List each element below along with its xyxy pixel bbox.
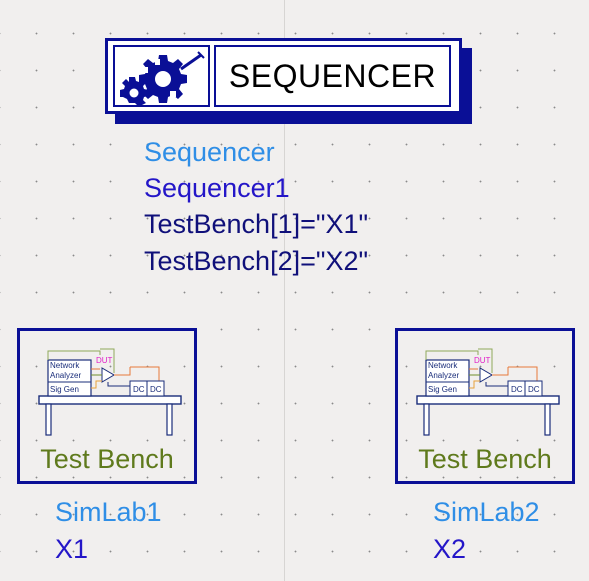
sequencer-param-1[interactable]: TestBench[1]="X1" bbox=[144, 209, 369, 239]
dc-label-1: DC bbox=[511, 385, 523, 394]
network-label: Network bbox=[428, 361, 458, 370]
test-bench-1-sim-name[interactable]: SimLab1 bbox=[55, 497, 162, 527]
sig-gen-label: Sig Gen bbox=[428, 385, 457, 394]
test-bench-label: Test Bench bbox=[418, 444, 552, 474]
test-bench-2-instance[interactable]: X2 bbox=[433, 534, 467, 564]
dc-label-2: DC bbox=[150, 385, 162, 394]
gears-icon bbox=[113, 45, 210, 107]
sig-gen-label: Sig Gen bbox=[50, 385, 79, 394]
test-bench-1[interactable]: Network Analyzer Sig Gen DUT DC DC Test … bbox=[17, 328, 197, 484]
analyzer-label: Analyzer bbox=[428, 371, 459, 380]
dut-label: DUT bbox=[474, 356, 491, 365]
sequencer-instance-name[interactable]: Sequencer1 bbox=[144, 173, 290, 203]
network-label: Network bbox=[50, 361, 80, 370]
sequencer-type-label: Sequencer bbox=[144, 137, 275, 167]
test-bench-2[interactable]: Network Analyzer Sig Gen DUT DC DC Test … bbox=[395, 328, 575, 484]
dc-label-1: DC bbox=[133, 385, 145, 394]
test-bench-label: Test Bench bbox=[40, 444, 174, 474]
canvas-center-guide bbox=[284, 0, 285, 581]
analyzer-label: Analyzer bbox=[50, 371, 81, 380]
dut-label: DUT bbox=[96, 356, 113, 365]
dc-label-2: DC bbox=[528, 385, 540, 394]
test-bench-schematic-icon: Network Analyzer Sig Gen DUT DC DC bbox=[38, 348, 182, 436]
sequencer-param-2[interactable]: TestBench[2]="X2" bbox=[144, 246, 369, 276]
sequencer-component[interactable]: SEQUENCER bbox=[105, 38, 462, 114]
test-bench-schematic-icon: Network Analyzer Sig Gen DUT DC DC bbox=[416, 348, 560, 436]
test-bench-2-sim-name[interactable]: SimLab2 bbox=[433, 497, 540, 527]
test-bench-1-instance[interactable]: X1 bbox=[55, 534, 89, 564]
sequencer-title: SEQUENCER bbox=[214, 45, 451, 107]
